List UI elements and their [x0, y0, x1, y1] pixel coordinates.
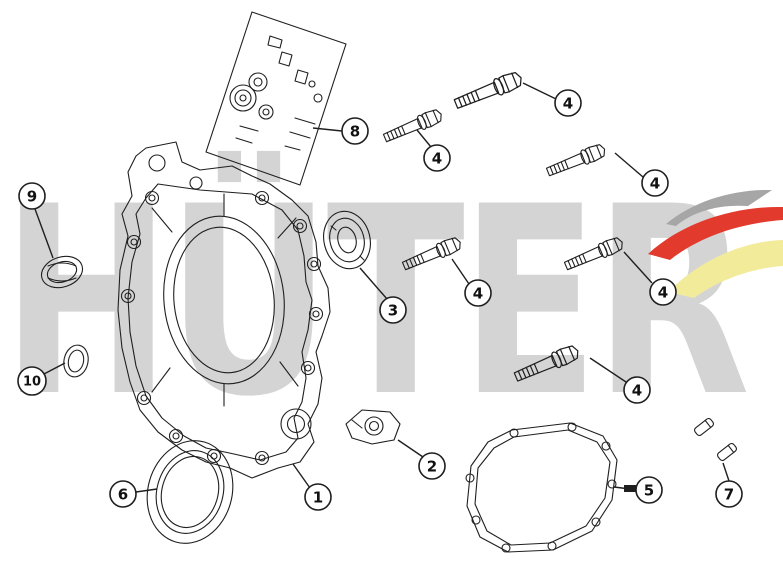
leader-stub	[624, 485, 636, 492]
callout-6[interactable]: 6	[109, 480, 137, 508]
callout-9[interactable]: 9	[18, 182, 46, 210]
svg-text:4: 4	[473, 284, 483, 302]
svg-text:3: 3	[388, 301, 398, 319]
part-7-dowel-pin	[715, 441, 739, 463]
leader-lines	[34, 82, 730, 493]
callout-4[interactable]: 4	[649, 278, 677, 306]
callout-4[interactable]: 4	[623, 376, 651, 404]
callout-1[interactable]: 1	[304, 483, 332, 511]
logo-gray-swoosh	[666, 189, 772, 226]
svg-text:4: 4	[658, 283, 668, 301]
part-5-cover-gasket	[465, 422, 618, 553]
part-9-cap	[40, 255, 84, 289]
svg-text:9: 9	[27, 187, 37, 205]
logo-red-swoosh	[648, 206, 783, 260]
svg-text:8: 8	[350, 122, 360, 140]
part-10-seal-ring	[63, 344, 89, 378]
callout-4[interactable]: 4	[641, 169, 669, 197]
svg-text:4: 4	[632, 381, 642, 399]
svg-text:1: 1	[313, 488, 323, 506]
svg-text:10: 10	[23, 375, 41, 390]
svg-text:7: 7	[724, 485, 734, 503]
part-4-flange-bolt	[562, 234, 626, 274]
part-7-dowel-pin	[692, 416, 716, 438]
part-1-crankcase-cover	[117, 141, 331, 479]
svg-text:4: 4	[563, 94, 573, 112]
callout-3[interactable]: 3	[379, 296, 407, 324]
callouts: 1 2 3 4 4 4 4 4 4	[17, 89, 743, 511]
part-3-bearing-seal	[323, 210, 371, 270]
part-8-gasket-kit-sheet	[205, 11, 347, 186]
brand-watermark: HÜTER	[2, 149, 747, 453]
callout-2[interactable]: 2	[418, 452, 446, 480]
callout-7[interactable]: 7	[715, 480, 743, 508]
svg-text:4: 4	[432, 149, 442, 167]
part-4-flange-bolt	[544, 141, 608, 180]
callout-4[interactable]: 4	[423, 144, 451, 172]
part-2-bracket	[345, 409, 401, 445]
part-6-oil-seal	[146, 440, 234, 544]
part-4-flange-bolt	[400, 234, 464, 274]
part-4-flange-bolt	[512, 342, 582, 386]
part-4-flange-bolt	[381, 106, 445, 146]
svg-text:6: 6	[118, 485, 128, 503]
brand-logo	[648, 189, 783, 298]
svg-text:2: 2	[427, 457, 437, 475]
callout-10[interactable]: 10	[17, 366, 47, 396]
logo-yellow-swoosh	[668, 240, 783, 298]
callout-4[interactable]: 4	[464, 279, 492, 307]
callout-4[interactable]: 4	[554, 89, 582, 117]
callout-5[interactable]: 5	[635, 476, 663, 504]
callout-8[interactable]: 8	[341, 117, 369, 145]
svg-text:4: 4	[650, 174, 660, 192]
part-4-flange-bolt	[452, 69, 525, 113]
svg-text:5: 5	[644, 481, 654, 499]
